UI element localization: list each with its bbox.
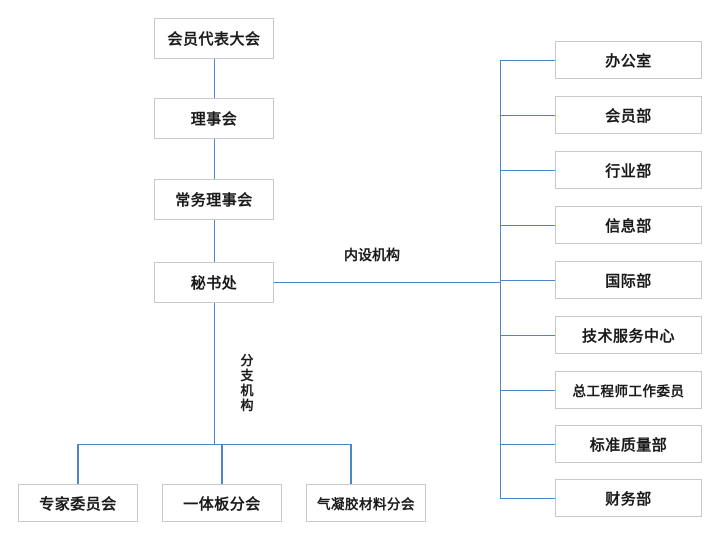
node-aerogel-material-branch[interactable]: 气凝胶材料分会	[306, 484, 426, 522]
connector-stub-aerogel-material	[350, 444, 352, 484]
connector-secretariat-to-internal-spine	[274, 281, 501, 283]
node-international-dept[interactable]: 国际部	[555, 261, 702, 299]
connector-stub-office	[500, 59, 555, 61]
connector-stub-finance	[500, 497, 555, 499]
connector-stub-information	[500, 224, 555, 226]
connector-assembly-to-council	[213, 59, 215, 99]
node-information-dept[interactable]: 信息部	[555, 206, 702, 244]
connector-stub-tech-service	[500, 334, 555, 336]
node-chief-engineer-committee[interactable]: 总工程师工作委员	[555, 371, 702, 409]
branch-units-bus	[77, 443, 351, 445]
node-tech-service-center[interactable]: 技术服务中心	[555, 316, 702, 354]
label-internal-units: 内设机构	[344, 248, 400, 264]
node-standards-quality-dept[interactable]: 标准质量部	[555, 425, 702, 463]
connector-stub-expert-committee	[77, 444, 79, 484]
node-membership-dept[interactable]: 会员部	[555, 96, 702, 134]
node-member-assembly[interactable]: 会员代表大会	[154, 18, 274, 59]
connector-secretariat-to-branch-bus	[213, 303, 215, 445]
connector-standing-to-secretariat	[213, 219, 215, 262]
node-standing-board[interactable]: 常务理事会	[154, 179, 274, 220]
node-integrated-board-branch[interactable]: 一体板分会	[162, 484, 282, 522]
node-office[interactable]: 办公室	[555, 41, 702, 79]
connector-stub-chief-engineer	[500, 389, 555, 391]
node-secretariat[interactable]: 秘书处	[154, 262, 274, 303]
connector-stub-membership	[500, 114, 555, 116]
connector-stub-industry	[500, 169, 555, 171]
connector-stub-integrated-board	[221, 444, 223, 484]
node-industry-dept[interactable]: 行业部	[555, 151, 702, 189]
connector-stub-international	[500, 279, 555, 281]
connector-stub-standards-quality	[500, 443, 555, 445]
label-branch-units: 分支机构	[239, 352, 255, 416]
node-board-of-directors[interactable]: 理事会	[154, 98, 274, 139]
connector-council-to-standing	[213, 139, 215, 179]
node-finance-dept[interactable]: 财务部	[555, 479, 702, 517]
node-expert-committee[interactable]: 专家委员会	[18, 484, 138, 522]
internal-units-spine	[499, 60, 501, 498]
